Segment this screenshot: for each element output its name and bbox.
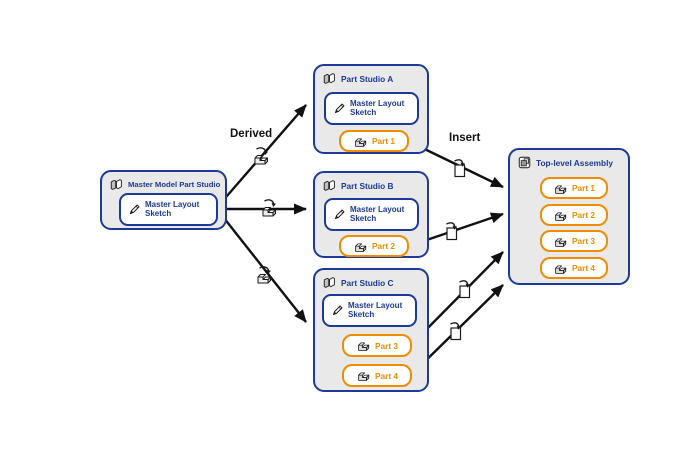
assembly-header: Top-level Assembly bbox=[517, 155, 613, 170]
part-studio-b-header: Part Studio B bbox=[322, 178, 394, 193]
studio-a-part1-chip: Part 1 bbox=[339, 130, 409, 152]
part-studio-b-box: Part Studio B Master Layout Sketch Part … bbox=[313, 171, 429, 258]
part-studio-c-box: Part Studio C Master Layout Sketch Part … bbox=[313, 268, 429, 392]
pencil-icon bbox=[334, 103, 345, 114]
part-studio-icon bbox=[323, 180, 335, 191]
assembly-part2-chip: Part 2 bbox=[540, 204, 608, 226]
derived-part-icon bbox=[254, 147, 268, 165]
part-chip-label: Part 2 bbox=[571, 210, 596, 220]
studio-a-sketch-chip: Master Layout Sketch bbox=[324, 92, 419, 125]
part-icon bbox=[555, 184, 567, 194]
derived-part-icon bbox=[262, 199, 276, 217]
part-studio-icon bbox=[323, 73, 335, 84]
assembly-part1-chip: Part 1 bbox=[540, 177, 608, 199]
studio-c-sketch-chip: Master Layout Sketch bbox=[322, 294, 417, 327]
insert-document-icon bbox=[454, 159, 466, 178]
part-icon bbox=[358, 342, 370, 351]
derived-part-icon bbox=[257, 266, 271, 284]
part-icon bbox=[358, 372, 370, 381]
pencil-icon bbox=[332, 305, 343, 316]
pencil-icon bbox=[129, 204, 140, 215]
assembly-title: Top-level Assembly bbox=[536, 157, 614, 168]
part-icon bbox=[555, 237, 567, 247]
part-chip-label: Part 2 bbox=[371, 241, 396, 251]
studio-b-part2-chip: Part 2 bbox=[339, 235, 409, 257]
part-icon bbox=[555, 264, 567, 274]
assembly-box: Top-level Assembly Part 1 bbox=[508, 148, 630, 285]
part-studio-icon bbox=[110, 179, 122, 190]
studio-c-part3-chip: Part 3 bbox=[342, 334, 412, 357]
master-model-title: Master Model Part Studio bbox=[128, 180, 221, 189]
studio-a-sketch-label: Master Layout Sketch bbox=[350, 98, 405, 117]
part-chip-label: Part 4 bbox=[571, 263, 596, 273]
part-icon bbox=[355, 242, 367, 252]
assembly-part3-chip: Part 3 bbox=[540, 230, 608, 252]
part-studio-a-header: Part Studio A bbox=[322, 71, 393, 86]
part-studio-a-title: Part Studio A bbox=[341, 73, 394, 84]
part-studio-a-box: Part Studio A Master Layout Sketch Part … bbox=[313, 64, 429, 154]
part-studio-icon bbox=[323, 277, 335, 288]
master-sketch-chip: Master Layout Sketch bbox=[119, 193, 218, 226]
assembly-part4-chip: Part 4 bbox=[540, 257, 608, 279]
master-sketch-label: Master Layout Sketch bbox=[145, 199, 200, 218]
studio-b-sketch-chip: Master Layout Sketch bbox=[324, 198, 419, 231]
insert-document-icon bbox=[446, 222, 458, 241]
pencil-icon bbox=[334, 209, 345, 220]
part-chip-label: Part 3 bbox=[571, 236, 596, 246]
part-chip-label: Part 1 bbox=[571, 183, 596, 193]
insert-document-icon bbox=[459, 280, 471, 299]
part-studio-c-title: Part Studio C bbox=[341, 277, 394, 288]
part-icon bbox=[555, 211, 567, 221]
master-model-box: Master Model Part Studio Master Layout S… bbox=[100, 170, 227, 230]
part-icon bbox=[355, 137, 367, 147]
part-chip-label: Part 4 bbox=[374, 370, 399, 381]
studio-c-sketch-label: Master Layout Sketch bbox=[348, 300, 403, 319]
insert-label: Insert bbox=[449, 132, 481, 144]
part-chip-label: Part 3 bbox=[374, 340, 399, 351]
part-studio-c-header: Part Studio C bbox=[322, 275, 394, 290]
insert-document-icon bbox=[450, 322, 462, 341]
master-model-header: Master Model Part Studio bbox=[109, 177, 220, 192]
studio-b-sketch-label: Master Layout Sketch bbox=[350, 204, 405, 223]
derived-label: Derived bbox=[230, 128, 273, 140]
studio-c-part4-chip: Part 4 bbox=[342, 364, 412, 387]
part-studio-b-title: Part Studio B bbox=[341, 180, 394, 191]
part-chip-label: Part 1 bbox=[371, 136, 396, 146]
assembly-icon bbox=[518, 156, 531, 169]
